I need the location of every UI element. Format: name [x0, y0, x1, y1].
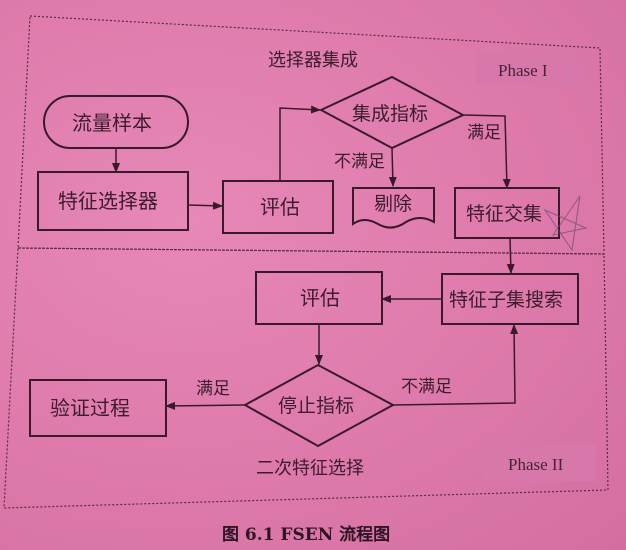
edge-metric-to-intersection	[462, 114, 511, 189]
node-feature-intersection[interactable]	[454, 187, 560, 239]
pen-scribble	[543, 195, 588, 252]
edge-metric-to-remove	[388, 147, 397, 187]
phase2-title: 二次特征选择	[256, 458, 364, 479]
node-remove-label: 剔除	[374, 193, 412, 215]
phase2-frame	[3, 247, 609, 509]
node-evaluate-1[interactable]	[222, 180, 334, 234]
edge-stop-to-search	[392, 324, 519, 406]
node-verification[interactable]	[29, 379, 167, 437]
edge-evaluate-to-metric	[279, 105, 321, 181]
edge-label-not-satisfied-2: 不满足	[401, 377, 452, 397]
phase2-label: Phase II	[508, 455, 564, 474]
phase1-title: 选择器集成	[268, 50, 358, 71]
node-ensemble-metric-label: 集成指标	[352, 103, 428, 125]
node-traffic-samples-label: 流量样本	[72, 111, 152, 135]
edge-selector-to-evaluate	[187, 201, 223, 210]
node-feature-subset-search-label: 特征子集搜索	[449, 289, 563, 311]
edge-stop-to-verification	[165, 401, 246, 410]
edge-label-not-satisfied-1: 不满足	[334, 152, 385, 172]
node-evaluate-1-label: 评估	[260, 195, 300, 219]
node-feature-selector-label: 特征选择器	[58, 189, 158, 213]
edge-intersection-to-search	[506, 237, 515, 274]
node-evaluate-2-label: 评估	[300, 286, 340, 310]
phase2-badge	[484, 445, 596, 481]
node-verification-label: 验证过程	[50, 396, 130, 420]
phase1-badge	[476, 52, 576, 84]
node-feature-selector[interactable]	[37, 171, 189, 231]
figure-caption: 图 6.1 FSEN 流程图	[222, 524, 390, 545]
node-feature-intersection-label: 特征交集	[466, 203, 542, 225]
node-remove[interactable]	[352, 187, 435, 229]
edge-label-satisfied-1: 满足	[467, 123, 501, 143]
phase1-frame	[17, 15, 605, 255]
edge-label-satisfied-2: 满足	[196, 379, 230, 399]
phase1-label: Phase I	[498, 61, 548, 80]
node-stop-metric-label: 停止指标	[278, 395, 354, 417]
